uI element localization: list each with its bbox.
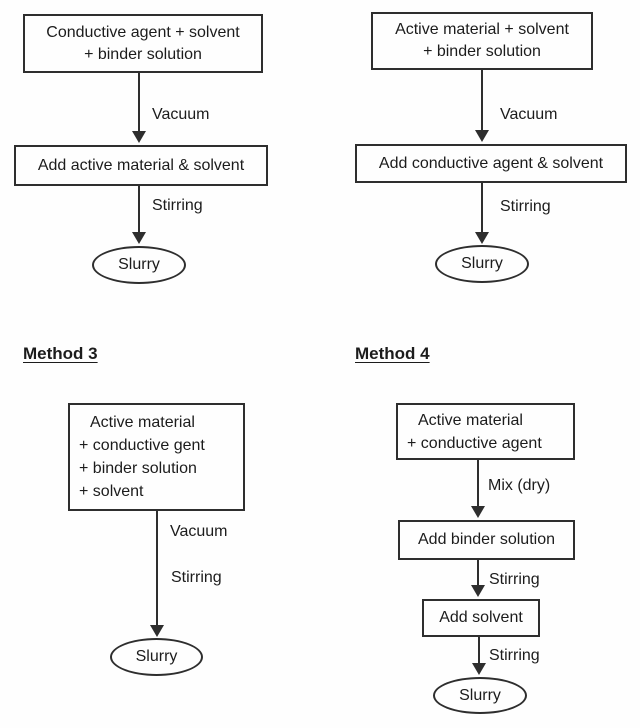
- process-box-line: Add conductive agent & solvent: [378, 154, 604, 172]
- process-box-line: + conductive agent: [407, 434, 542, 452]
- terminal-label: Slurry: [118, 256, 160, 273]
- arrow-stem: [156, 511, 158, 626]
- process-box-line: Add active material & solvent: [37, 156, 245, 174]
- arrow-label-mix-dry: Mix (dry): [488, 477, 551, 494]
- arrow-stem: [477, 560, 479, 586]
- arrow-label-stirring: Stirring: [171, 569, 222, 586]
- arrow-head-down-icon: [475, 232, 489, 244]
- arrow-stem: [138, 73, 140, 131]
- process-box-add-conductive-agent-solvent: Add conductive agent & solvent: [355, 144, 627, 183]
- arrow-head-down-icon: [475, 130, 489, 142]
- arrow-stem: [138, 186, 140, 233]
- arrow-head-down-icon: [132, 131, 146, 143]
- process-box-active-material-conductive-agent: Active material + conductive agent: [396, 403, 575, 460]
- arrow-head-down-icon: [472, 663, 486, 675]
- terminal-ellipse-slurry: Slurry: [92, 246, 186, 284]
- terminal-ellipse-slurry: Slurry: [110, 638, 203, 676]
- process-box-line: Add binder solution: [418, 531, 555, 548]
- arrow-label-stirring: Stirring: [500, 198, 551, 215]
- arrow-stem: [481, 70, 483, 130]
- process-box-line: + binder solution: [423, 43, 541, 60]
- arrow-stem: [478, 637, 480, 664]
- process-box-line: + binder solution: [84, 45, 202, 63]
- section-label-method-3: Method 3: [23, 344, 98, 363]
- section-label-method-4: Method 4: [355, 344, 430, 363]
- process-box-line: Active material + solvent: [395, 21, 569, 38]
- terminal-label: Slurry: [459, 686, 501, 704]
- process-box-line: Add solvent: [439, 609, 523, 626]
- process-box-line: Active material: [90, 414, 195, 431]
- terminal-label: Slurry: [135, 648, 178, 665]
- arrow-head-down-icon: [471, 585, 485, 597]
- arrow-stem: [477, 460, 479, 507]
- arrow-label-stirring: Stirring: [489, 571, 540, 588]
- process-box-add-active-material-solvent: Add active material & solvent: [14, 145, 268, 186]
- arrow-label-stirring: Stirring: [489, 647, 540, 664]
- arrow-head-down-icon: [150, 625, 164, 637]
- arrow-label-vacuum: Vacuum: [500, 106, 558, 123]
- process-box-line: + solvent: [79, 483, 144, 500]
- terminal-ellipse-slurry: Slurry: [435, 245, 529, 283]
- arrow-head-down-icon: [471, 506, 485, 518]
- process-box-active-material-solvent-binder: Active material + solvent + binder solut…: [371, 12, 593, 70]
- process-box-add-solvent: Add solvent: [422, 599, 540, 637]
- arrow-label-stirring: Stirring: [152, 197, 203, 214]
- process-box-conductive-agent-solvent-binder: Conductive agent + solvent + binder solu…: [23, 14, 263, 73]
- process-box-line: Active material: [418, 411, 523, 429]
- terminal-ellipse-slurry: Slurry: [433, 677, 527, 714]
- process-box-line: + conductive gent: [79, 437, 205, 454]
- terminal-label: Slurry: [461, 255, 503, 272]
- arrow-label-vacuum: Vacuum: [152, 106, 210, 123]
- process-box-line: Conductive agent + solvent: [46, 23, 240, 41]
- process-box-active-conductive-binder-solvent: Active material + conductive gent + bind…: [68, 403, 245, 511]
- arrow-label-vacuum: Vacuum: [170, 523, 228, 540]
- arrow-stem: [481, 183, 483, 233]
- process-box-add-binder-solution: Add binder solution: [398, 520, 575, 560]
- process-box-line: + binder solution: [79, 460, 197, 477]
- arrow-head-down-icon: [132, 232, 146, 244]
